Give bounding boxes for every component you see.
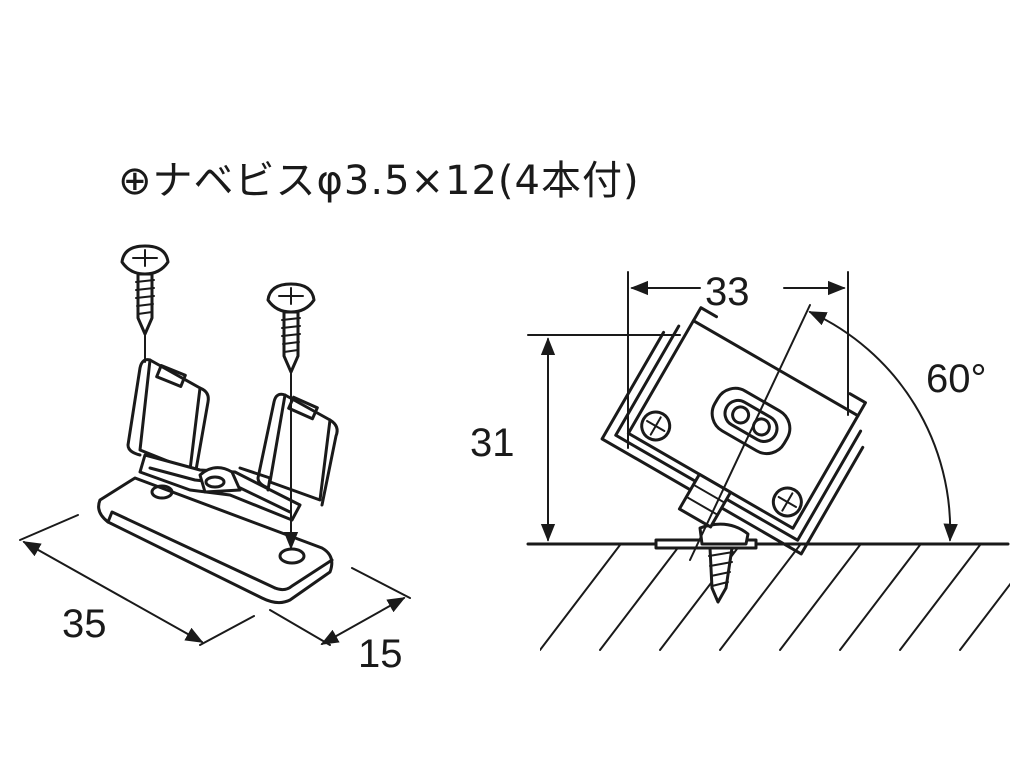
mount-screw	[654, 522, 758, 604]
left-clip-arm	[126, 358, 210, 472]
screw-spec-title: ⊕ナベビスφ3.5×12(4本付)	[118, 158, 640, 204]
dimension-35: 35	[19, 514, 255, 646]
base-plate	[97, 476, 334, 605]
side-view: 33 31 60°	[470, 270, 1010, 651]
dimension-31: 31	[470, 334, 681, 542]
isometric-bracket-view: 35 15	[19, 244, 411, 676]
screw-1	[120, 244, 170, 363]
ground-hatching	[540, 545, 1010, 651]
angle-60: 60°	[808, 311, 987, 542]
right-clip-arm	[256, 392, 339, 507]
screw-2	[266, 282, 316, 550]
dimension-span-label: 33	[705, 270, 750, 314]
spring-body	[138, 453, 302, 522]
dimension-15: 15	[269, 567, 411, 676]
dimension-length-label: 35	[62, 602, 107, 646]
incline-axis	[689, 304, 811, 561]
dimension-width-label: 15	[358, 632, 403, 676]
angle-label: 60°	[926, 357, 987, 401]
dimension-height-label: 31	[470, 421, 515, 465]
